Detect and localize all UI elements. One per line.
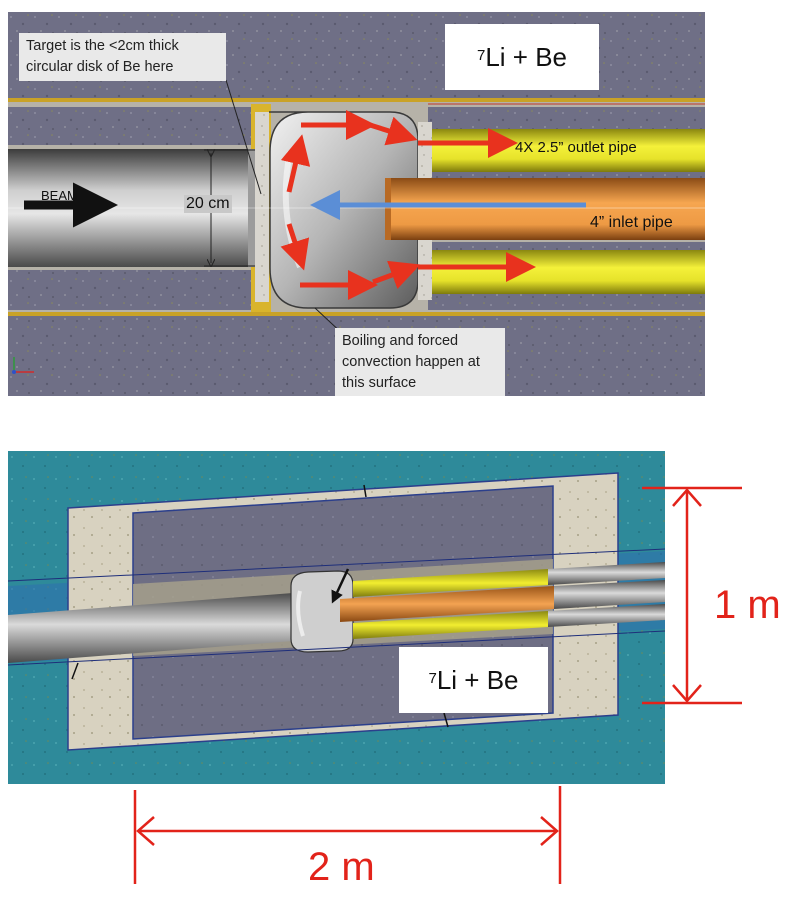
diameter-label: 20 cm — [184, 195, 232, 213]
inlet-pipe — [385, 178, 705, 240]
target-cross-section-view: Target is the <2cm thick circular disk o… — [8, 12, 705, 396]
beam-label: BEAM — [41, 188, 78, 203]
inlet-pipe-3d — [340, 586, 554, 622]
outlet-pipe-label: 4X 2.5” outlet pipe — [515, 139, 637, 156]
surface-callout: Boiling and forced convection happen at … — [335, 328, 505, 396]
target-callout: Target is the <2cm thick circular disk o… — [19, 33, 226, 81]
axis-triad-icon — [12, 357, 34, 374]
reaction-superscript: 7 — [476, 46, 486, 64]
width-label: 2 m — [308, 845, 375, 889]
outlet-pipe-lower — [432, 250, 705, 294]
height-dimension — [642, 486, 742, 705]
reaction-text: Li + Be — [436, 664, 519, 695]
outlet-pipe-lower-3d — [353, 611, 548, 639]
height-label: 1 m — [714, 583, 781, 627]
beam-pipe-3d — [8, 593, 293, 663]
inlet-pipe-label: 4” inlet pipe — [590, 214, 673, 231]
target-pointer-arrow — [331, 568, 350, 604]
reaction-text: Li + Be — [485, 41, 567, 72]
width-dimension — [133, 786, 562, 884]
outlet-pipe-upper-3d — [353, 569, 548, 597]
outlet-pipe-upper — [432, 129, 705, 172]
coolant-flow-arrows — [280, 110, 536, 300]
reaction-superscript: 7 — [428, 669, 437, 687]
target-callout-leader — [225, 79, 262, 195]
beryllium-target-disk — [255, 112, 269, 302]
